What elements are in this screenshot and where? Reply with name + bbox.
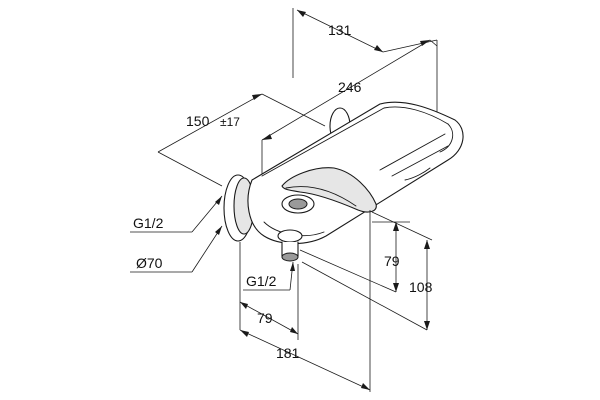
faucet-illustration — [223, 101, 464, 262]
dim-label-150: 150 — [186, 113, 210, 129]
callout-inlet-thread: G1/2 — [133, 215, 164, 231]
callout-outlet-thread: G1/2 — [246, 273, 277, 289]
callout-diameter-leader — [130, 225, 223, 273]
dim-label-181: 181 — [276, 345, 300, 361]
dim-79-vertical — [299, 221, 410, 293]
dim-label-79-vertical: 79 — [384, 253, 400, 269]
dim-label-79-horizontal: 79 — [257, 310, 273, 326]
dim-108 — [301, 211, 433, 331]
dim-181 — [239, 210, 371, 392]
dim-label-131: 131 — [328, 22, 352, 38]
dim-label-150-tolerance: ±17 — [220, 115, 240, 129]
dim-131 — [292, 8, 438, 118]
dim-150 — [157, 93, 326, 187]
callout-rosette-diameter: Ø70 — [136, 255, 163, 271]
callout-inlet-leader — [130, 195, 223, 233]
dim-79-horizontal — [239, 242, 299, 340]
dim-label-246: 246 — [338, 79, 362, 95]
dim-246 — [261, 39, 438, 205]
dim-label-108: 108 — [409, 279, 433, 295]
callout-outlet-leader — [243, 261, 295, 291]
